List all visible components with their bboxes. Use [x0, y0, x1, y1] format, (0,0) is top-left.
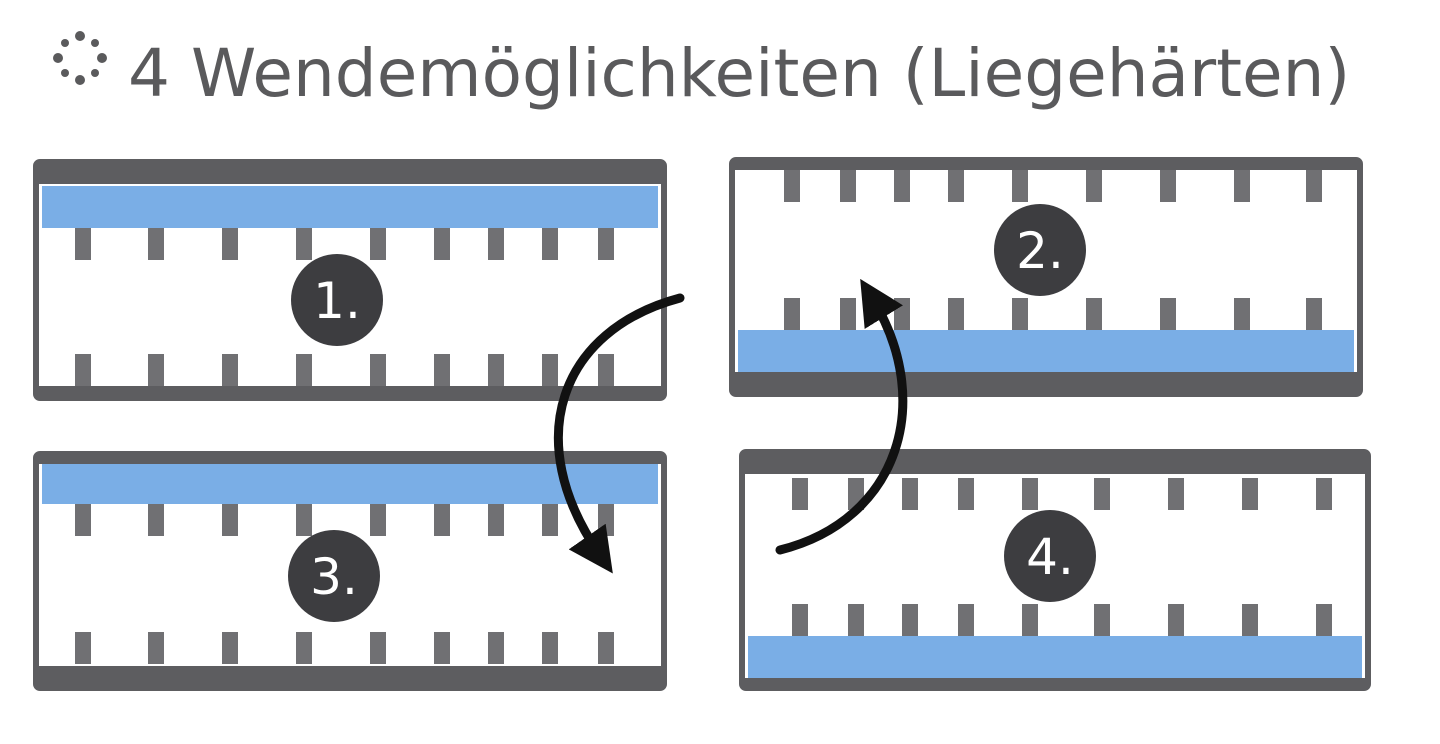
number-badge — [288, 530, 380, 622]
mattress-cover-top — [732, 160, 1360, 170]
springs-bottom — [784, 298, 1322, 330]
mattress-4: 4. — [739, 449, 1371, 691]
mattress-cover-top — [742, 452, 1368, 474]
springs-top — [784, 170, 1322, 202]
mattress-3: 3. — [33, 451, 667, 691]
mattress-cover-top — [36, 162, 664, 184]
springs-top — [792, 478, 1332, 510]
mattress-cover-bottom — [742, 678, 1368, 688]
page-title: 4 Wendemöglichkeiten (Liegehärten) — [128, 35, 1350, 112]
mattress-cover-bottom — [36, 666, 664, 688]
foam-layer — [42, 464, 658, 504]
badge-label: 4. — [1026, 528, 1074, 586]
badge-label: 3. — [310, 548, 358, 606]
number-badge — [291, 254, 383, 346]
foam-layer — [42, 186, 658, 228]
springs-bottom — [75, 354, 614, 386]
springs-bottom — [75, 632, 614, 664]
number-badge — [1004, 510, 1096, 602]
foam-layer — [748, 636, 1362, 678]
badge-label: 1. — [313, 272, 361, 330]
springs-top — [75, 228, 614, 260]
flip-arrow-down — [553, 293, 685, 574]
mattress-cover-bottom — [732, 372, 1360, 394]
mattress-2: 2. — [729, 157, 1363, 397]
flip-arrow-up — [775, 278, 908, 555]
mattress-cover-bottom — [36, 386, 664, 398]
springs-bottom — [792, 604, 1332, 636]
number-badge — [994, 204, 1086, 296]
sparkle-icon — [53, 31, 107, 85]
mattress-1: 1. — [33, 159, 667, 401]
badge-label: 2. — [1016, 222, 1064, 280]
foam-layer — [738, 330, 1354, 372]
mattress-cover-top — [36, 454, 664, 464]
